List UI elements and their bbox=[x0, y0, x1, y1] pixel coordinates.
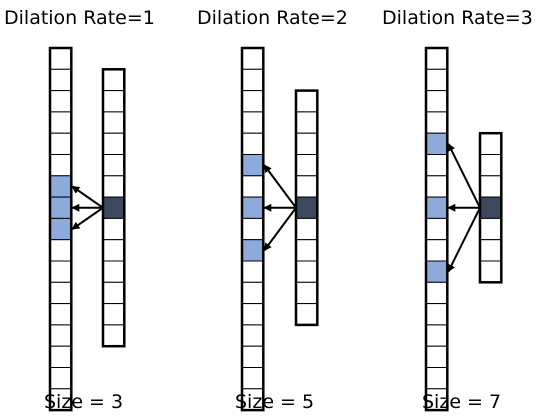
input-cell bbox=[49, 367, 72, 390]
output-cell bbox=[295, 217, 318, 241]
panel-title-2: Dilation Rate=2 bbox=[197, 7, 348, 29]
arrow bbox=[71, 185, 104, 209]
input-column-border bbox=[240, 46, 265, 412]
input-cell bbox=[425, 367, 448, 390]
input-cell bbox=[49, 324, 72, 347]
output-cell bbox=[295, 260, 318, 283]
input-cell bbox=[49, 111, 72, 134]
output-cell bbox=[102, 68, 125, 92]
arrow bbox=[263, 164, 297, 209]
input-cell bbox=[49, 281, 72, 305]
input-cell bbox=[241, 345, 264, 369]
output-cell bbox=[102, 175, 125, 198]
input-cell bbox=[49, 132, 72, 155]
output-cell bbox=[102, 90, 125, 113]
panel-3 bbox=[424, 46, 503, 412]
input-cell-highlighted bbox=[49, 217, 72, 241]
input-cell bbox=[425, 217, 448, 241]
output-cell bbox=[295, 175, 318, 198]
input-cell bbox=[425, 175, 448, 198]
input-cell-highlighted bbox=[49, 196, 72, 219]
input-cell bbox=[425, 111, 448, 134]
input-cell bbox=[425, 324, 448, 347]
input-cell bbox=[49, 239, 72, 262]
input-cell bbox=[241, 111, 264, 134]
input-cell bbox=[49, 154, 72, 177]
input-cell bbox=[49, 68, 72, 92]
output-cell bbox=[102, 217, 125, 241]
input-column-border bbox=[48, 46, 73, 412]
input-cell bbox=[241, 303, 264, 326]
arrow bbox=[71, 206, 104, 230]
input-cell bbox=[241, 68, 264, 92]
input-cell bbox=[49, 90, 72, 113]
input-cell bbox=[425, 345, 448, 369]
input-cell-highlighted bbox=[49, 175, 72, 198]
output-cell bbox=[102, 154, 125, 177]
output-cell bbox=[295, 154, 318, 177]
input-cell bbox=[425, 303, 448, 326]
output-cell bbox=[102, 239, 125, 262]
output-cell bbox=[479, 132, 502, 155]
output-cell bbox=[102, 324, 125, 347]
input-cell bbox=[241, 132, 264, 155]
input-cell bbox=[241, 281, 264, 305]
output-cell bbox=[102, 132, 125, 155]
size-label-1: Size = 3 bbox=[44, 391, 123, 413]
output-cell bbox=[479, 239, 502, 262]
arrow bbox=[447, 142, 481, 209]
output-cell bbox=[479, 154, 502, 177]
input-cell bbox=[241, 324, 264, 347]
output-cell bbox=[295, 303, 318, 326]
input-cell bbox=[425, 281, 448, 305]
output-cell bbox=[479, 217, 502, 241]
output-cell-center bbox=[102, 196, 125, 219]
input-cell bbox=[49, 47, 72, 70]
arrow bbox=[447, 207, 481, 273]
input-column-border bbox=[424, 46, 449, 412]
size-label-2: Size = 5 bbox=[235, 391, 314, 413]
input-cell bbox=[425, 47, 448, 70]
output-cell bbox=[102, 111, 125, 134]
input-cell bbox=[425, 68, 448, 92]
input-cell bbox=[241, 175, 264, 198]
input-cell bbox=[425, 90, 448, 113]
input-cell bbox=[49, 260, 72, 283]
arrow bbox=[263, 207, 297, 252]
input-cell bbox=[241, 90, 264, 113]
size-label-3: Size = 7 bbox=[422, 391, 501, 413]
output-cell bbox=[102, 303, 125, 326]
output-cell bbox=[295, 111, 318, 134]
input-cell-highlighted bbox=[241, 196, 264, 219]
input-cell-highlighted bbox=[425, 132, 448, 155]
output-cell bbox=[295, 281, 318, 305]
output-cell bbox=[479, 260, 502, 283]
panel-title-1: Dilation Rate=1 bbox=[4, 7, 155, 29]
output-cell bbox=[295, 132, 318, 155]
output-cell bbox=[102, 281, 125, 305]
panel-title-3: Dilation Rate=3 bbox=[382, 7, 533, 29]
input-cell bbox=[425, 239, 448, 262]
input-cell-highlighted bbox=[425, 260, 448, 283]
input-cell bbox=[241, 367, 264, 390]
input-cell bbox=[241, 47, 264, 70]
output-cell bbox=[479, 175, 502, 198]
input-cell bbox=[241, 260, 264, 283]
input-cell bbox=[425, 154, 448, 177]
panel-2 bbox=[240, 46, 319, 412]
input-cell-highlighted bbox=[241, 239, 264, 262]
input-cell bbox=[49, 303, 72, 326]
output-cell bbox=[295, 239, 318, 262]
output-cell-center bbox=[479, 196, 502, 219]
input-cell-highlighted bbox=[241, 154, 264, 177]
output-cell bbox=[102, 260, 125, 283]
input-cell-highlighted bbox=[425, 196, 448, 219]
input-cell bbox=[49, 345, 72, 369]
output-cell bbox=[295, 90, 318, 113]
panel-1 bbox=[48, 46, 126, 412]
input-cell bbox=[241, 217, 264, 241]
output-cell-center bbox=[295, 196, 318, 219]
